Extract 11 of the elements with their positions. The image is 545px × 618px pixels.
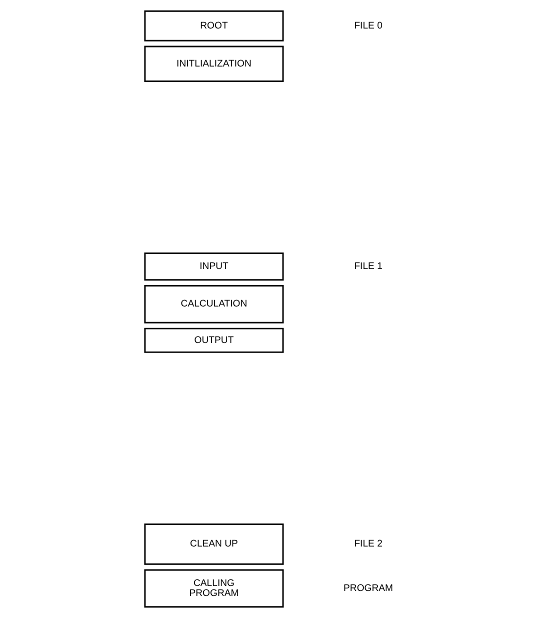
node-box: ROOT	[144, 10, 284, 42]
label: FILE 1	[354, 261, 382, 272]
node-box: CLEAN UP	[144, 523, 284, 565]
node-box: OUTPUT	[144, 328, 284, 353]
node-box: INITLIALIZATION	[144, 46, 284, 82]
label: FILE 2	[354, 538, 382, 550]
label: FILE 0	[354, 20, 382, 32]
node-box: CALLING PROGRAM	[144, 569, 284, 608]
node-box: INPUT	[144, 252, 284, 281]
node-box: CALCULATION	[144, 285, 284, 324]
label: PROGRAM	[344, 582, 394, 594]
